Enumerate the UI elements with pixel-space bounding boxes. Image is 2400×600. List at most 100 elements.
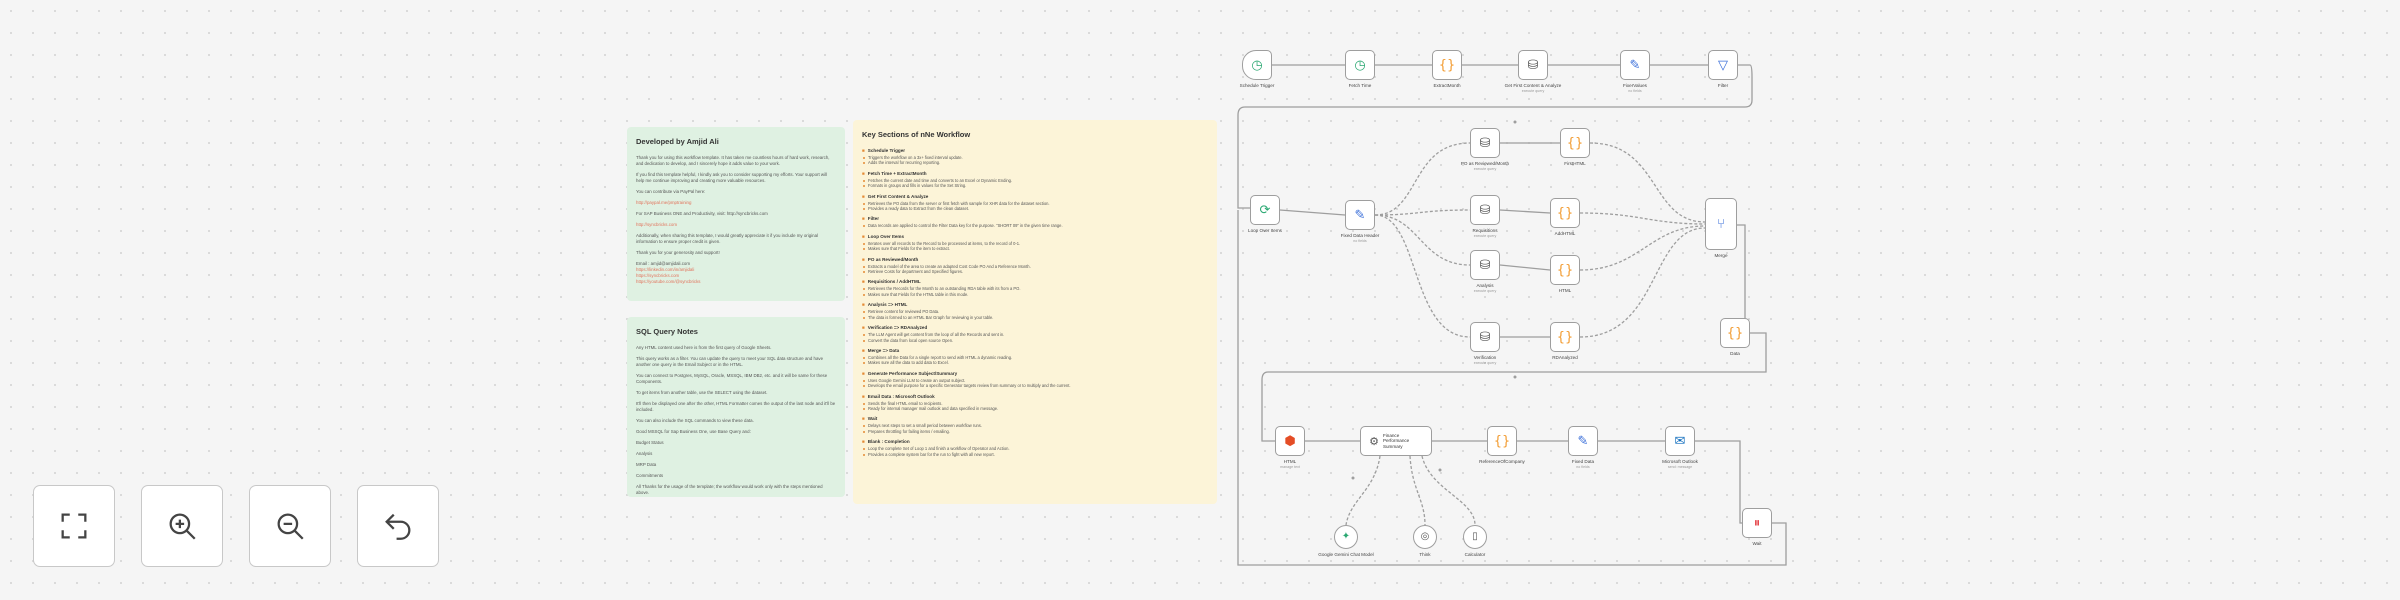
- schedule-trigger-node[interactable]: ◷: [1242, 50, 1272, 80]
- note-text: Analysis: [636, 451, 653, 456]
- html-template-node[interactable]: ⬢: [1275, 426, 1305, 456]
- reference-of-company-node[interactable]: {}: [1487, 426, 1517, 456]
- linkedin-link[interactable]: https://linkedin.com/in/amjidali: [636, 267, 695, 272]
- microsoft-outlook-node[interactable]: ✉: [1665, 426, 1695, 456]
- node-label: ExtractMonth: [1433, 83, 1461, 88]
- section-title-text: Analysis => HTML: [867, 302, 908, 308]
- section-item: Triggers the workflow on a 3x+ fixed int…: [863, 155, 1208, 160]
- section-title: ■Merge => Data: [862, 348, 1208, 353]
- fixed-data-node[interactable]: ✎: [1568, 426, 1598, 456]
- zoom-out-icon: [277, 513, 304, 540]
- section-title-text: Merge => Data: [867, 347, 900, 353]
- paypal-link[interactable]: http://paypal.me/pmptraining: [636, 200, 692, 205]
- section-title-text: Get First Content & Analyze: [867, 193, 929, 199]
- database-icon: ⛁: [1527, 57, 1539, 73]
- section-title-text: Fetch Time + ExtractMonth: [867, 170, 927, 176]
- note-text: Thank you for your generosity and suppor…: [636, 250, 720, 255]
- section-title-text: Requisitions / AddHTML: [867, 279, 921, 285]
- node-sublabel: execute query: [1521, 88, 1545, 93]
- analysis-node[interactable]: ⛁: [1470, 250, 1500, 280]
- note-text: This query works as a filter. You can up…: [636, 356, 824, 367]
- calculator-tool-node[interactable]: ▯: [1463, 525, 1487, 549]
- note-text: Additionally, when sharing this template…: [636, 233, 818, 244]
- html-node[interactable]: {}: [1550, 255, 1580, 285]
- extract-month-node[interactable]: {}: [1432, 50, 1462, 80]
- fetch-time-node[interactable]: ◷: [1345, 50, 1375, 80]
- node-sublabel: execute query: [1473, 360, 1497, 365]
- section-item: Prepares throttling for failing items / …: [863, 429, 1208, 434]
- verification-node[interactable]: ⛁: [1470, 322, 1500, 352]
- syncbricks-link[interactable]: https://syncbricks.com: [636, 273, 680, 278]
- bullet-icon: ■: [862, 347, 865, 353]
- developer-sticky-note[interactable]: Developed by Amjid Ali Thank you for usi…: [627, 127, 845, 301]
- add-html-node[interactable]: {}: [1550, 198, 1580, 228]
- performance-summary-agent-node[interactable]: ⚙ Finance Performance Summary: [1360, 426, 1432, 456]
- code-braces-icon: {}: [1438, 57, 1456, 73]
- code-braces-icon: {}: [1556, 262, 1574, 278]
- node-label: ReferenceOfCompany: [1479, 459, 1525, 464]
- section-item: Formats in groups and fills in values fo…: [863, 183, 1208, 188]
- bullet-icon: ■: [862, 279, 865, 285]
- node-label: HTML: [1558, 288, 1572, 293]
- loop-over-items-node[interactable]: ⟳: [1250, 195, 1280, 225]
- database-icon: ⛁: [1479, 202, 1491, 218]
- get-first-content-node[interactable]: ⛁: [1518, 50, 1548, 80]
- note-text: You can connect to Postgres, MySQL, Orac…: [636, 373, 828, 384]
- section-title-text: Loop Over Items: [867, 233, 905, 239]
- node-label: PO as Reviewed/Month: [1460, 161, 1510, 166]
- filter-icon: ▽: [1718, 57, 1728, 73]
- gemini-icon: ✦: [1341, 531, 1351, 542]
- gemini-chat-model-node[interactable]: ✦: [1334, 525, 1358, 549]
- section-item: Sends the final HTML email to recipients…: [863, 401, 1208, 406]
- section-item: Provides a complete system bar for the r…: [863, 452, 1208, 457]
- think-tool-node[interactable]: ◎: [1413, 525, 1437, 549]
- fixer-values-node[interactable]: ✎: [1620, 50, 1650, 80]
- section-item: Makes sure all the data to add data to E…: [863, 360, 1208, 365]
- fit-view-icon: [61, 513, 87, 539]
- fixed-data-header-node[interactable]: ✎: [1345, 200, 1375, 230]
- section-title: ■Email Data : Microsoft Outlook: [862, 394, 1208, 399]
- clock-icon: ◷: [1251, 57, 1263, 73]
- po-reviewed-month-node[interactable]: ⛁: [1470, 128, 1500, 158]
- requisitions-node[interactable]: ⛁: [1470, 195, 1500, 225]
- node-label: Merge: [1714, 253, 1728, 258]
- node-label: Requisitions: [1472, 228, 1498, 233]
- node-label: Wait: [1752, 541, 1762, 546]
- section-title-text: Filter: [867, 216, 880, 222]
- filter-node[interactable]: ▽: [1708, 50, 1738, 80]
- merge-node[interactable]: ⑂: [1705, 198, 1737, 250]
- node-sublabel: execute query: [1473, 288, 1497, 293]
- node-label: Schedule Trigger: [1239, 83, 1275, 88]
- code-braces-icon: {}: [1556, 205, 1574, 221]
- section-title-text: Schedule Trigger: [867, 148, 906, 153]
- fit-view-button[interactable]: [33, 485, 115, 567]
- key-sections-sticky-note[interactable]: Key Sections of nNe Workflow ■Schedule T…: [853, 120, 1217, 504]
- section-item: Makes sure that Fields for the item to e…: [863, 246, 1208, 251]
- section-item: Retrieve Costs for department and Specif…: [863, 269, 1208, 274]
- bullet-icon: ■: [862, 193, 865, 199]
- zoom-out-button[interactable]: [249, 485, 331, 567]
- zoom-in-button[interactable]: [141, 485, 223, 567]
- section-item: The data is formed to an HTML Bar Graph …: [863, 315, 1208, 320]
- data-node[interactable]: {}: [1720, 318, 1750, 348]
- reset-zoom-button[interactable]: [357, 485, 439, 567]
- note-title: Developed by Amjid Ali: [636, 137, 719, 146]
- node-label: Data: [1730, 351, 1740, 356]
- node-label: Filter: [1717, 83, 1729, 88]
- pencil-icon: ✎: [1354, 207, 1366, 223]
- youtube-link[interactable]: https://youtube.com/@syncbricks: [636, 279, 701, 284]
- website-link[interactable]: http://syncbricks.com: [636, 222, 677, 227]
- bullet-icon: ■: [862, 148, 865, 153]
- node-label: Verification: [1473, 355, 1497, 360]
- section-title-text: PO as Reviewed/Month: [867, 256, 919, 262]
- rda-analyzed-node[interactable]: {}: [1550, 322, 1580, 352]
- section-item: Develops the email purpose for a specifi…: [863, 383, 1208, 388]
- section-item: Adds the interval for recurring reportin…: [863, 160, 1208, 165]
- first-html-node[interactable]: {}: [1560, 128, 1590, 158]
- sql-notes-sticky-note[interactable]: SQL Query Notes Any HTML content used he…: [627, 317, 845, 497]
- wait-node[interactable]: ⏸: [1742, 508, 1772, 538]
